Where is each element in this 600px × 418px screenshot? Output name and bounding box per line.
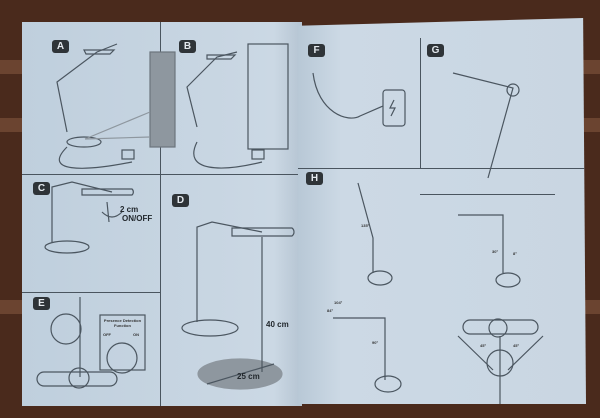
angle-label: 135° <box>361 223 370 228</box>
angle-label: 30° <box>492 249 499 254</box>
diameter-label: 25 cm <box>237 372 260 381</box>
lamp-drawings-right <box>312 72 544 404</box>
section-f-badge: F <box>308 44 325 57</box>
section-e-badge: E <box>33 297 50 310</box>
height-label: 40 cm <box>266 320 289 329</box>
angle-label: 45° <box>480 343 487 348</box>
section-a-badge: A <box>52 40 69 53</box>
section-c-badge: C <box>33 182 50 195</box>
section-b-badge: B <box>179 40 196 53</box>
divider <box>298 168 586 169</box>
divider <box>22 174 302 175</box>
angle-label: 45° <box>513 343 520 348</box>
distance-label: 2 cm <box>120 205 139 214</box>
right-page: F G H 135° 30° 8° 104° 84° 90° 45° 45° <box>298 18 586 404</box>
presence-detection-title: Presence Detection Function <box>103 318 142 328</box>
lamp-drawings-left <box>36 43 295 390</box>
section-h-badge: H <box>306 172 323 185</box>
left-page: A B C D E 2 cm ON/OFF 40 cm 25 cm Presen… <box>22 22 302 406</box>
angle-label: 90° <box>372 340 379 345</box>
on-off-label: ON/OFF <box>122 214 153 223</box>
angle-label: 84° <box>327 308 334 313</box>
on-label: ON <box>133 332 139 337</box>
angle-label: 104° <box>334 300 343 305</box>
off-label: OFF <box>103 332 111 337</box>
divider <box>420 38 421 168</box>
divider <box>420 194 555 195</box>
angle-label: 8° <box>513 251 517 256</box>
divider <box>22 292 160 293</box>
divider <box>160 22 161 406</box>
section-d-badge: D <box>172 194 189 207</box>
section-g-badge: G <box>427 44 444 57</box>
